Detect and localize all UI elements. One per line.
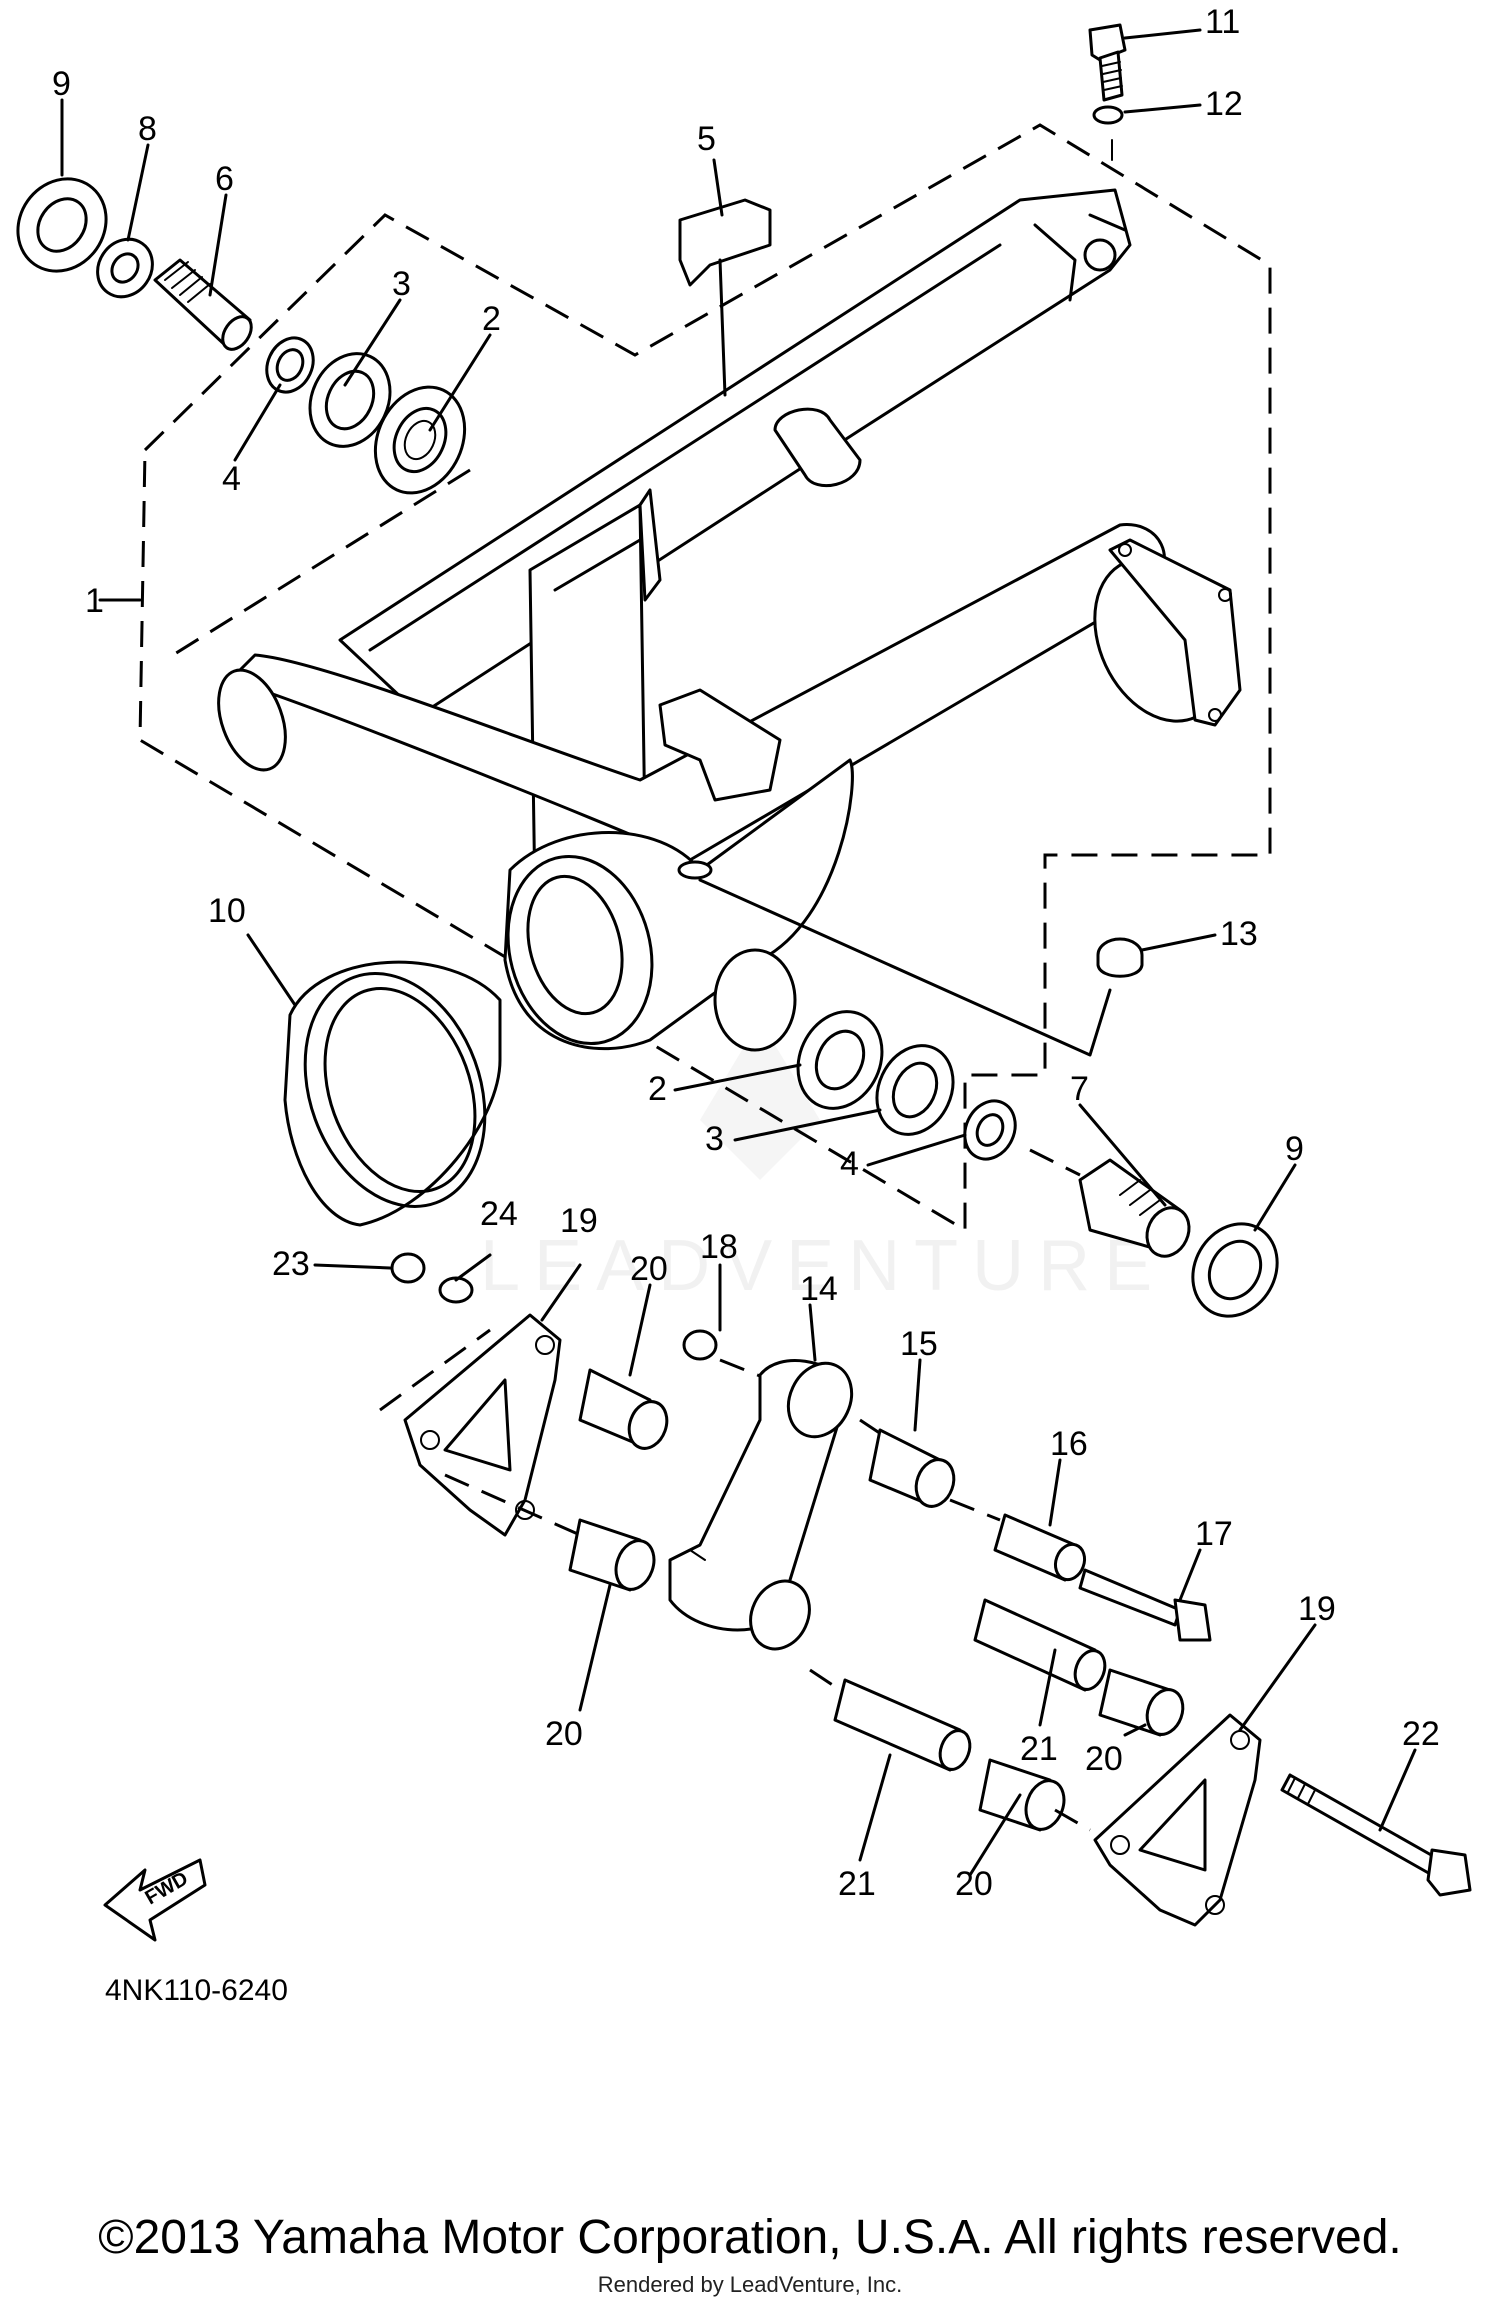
part-5-plate — [678, 198, 772, 287]
callout-11: 11 — [1205, 3, 1240, 41]
callout-24: 24 — [480, 1195, 518, 1233]
part-8-nut — [96, 237, 154, 299]
callout-4b: 4 — [840, 1145, 859, 1183]
part-code: 4NK110-6240 — [105, 1974, 288, 2007]
part-22-bolt — [1280, 1773, 1472, 1897]
part-19-bracket-left — [403, 1313, 562, 1537]
callout-3b: 3 — [705, 1120, 724, 1158]
part-23-nut — [390, 1252, 426, 1284]
fwd-arrow-icon: FWD — [103, 1858, 207, 1942]
callout-15: 15 — [900, 1325, 938, 1363]
part-2-bearing-right — [796, 1010, 884, 1110]
part-20-sleeve-3 — [1098, 1668, 1185, 1737]
callout-14: 14 — [800, 1270, 838, 1308]
callout-19: 19 — [560, 1202, 598, 1240]
callout-9: 9 — [52, 65, 71, 103]
callout-5: 5 — [697, 120, 716, 158]
part-14-link — [668, 1359, 854, 1651]
part-19-bracket-right — [1093, 1713, 1262, 1927]
part-20-sleeve-4 — [978, 1758, 1066, 1832]
callout-21: 21 — [1020, 1730, 1058, 1768]
part-2-bearing-left — [373, 385, 467, 495]
rendered-by-text: Rendered by LeadVenture, Inc. — [597, 2272, 903, 2297]
part-20-sleeve-2 — [568, 1518, 656, 1592]
part-12-washer — [1092, 105, 1124, 125]
callout-4: 4 — [222, 460, 241, 498]
watermark-logo: LEADVENTURE — [480, 1020, 1166, 1306]
copyright-text: ©2013 Yamaha Motor Corporation, U.S.A. A… — [98, 2211, 1402, 2264]
callout-22: 22 — [1402, 1715, 1440, 1753]
callout-20: 20 — [630, 1250, 668, 1288]
swingarm-group-outline — [138, 123, 1272, 1233]
part-10-cover — [283, 960, 502, 1227]
callout-numbers: 9 8 6 3 2 4 1 5 11 12 13 10 7 9 2 3 4 23… — [52, 3, 1440, 1903]
part-6-pivot-shaft — [153, 258, 253, 351]
part-3-seal-right — [875, 1044, 955, 1136]
callout-7: 7 — [1070, 1070, 1089, 1108]
part-24-washer — [438, 1276, 474, 1304]
pivot-dash — [164, 468, 471, 662]
leader-lines — [60, 28, 1417, 1877]
callout-1: 1 — [85, 582, 104, 620]
part-20-sleeve-1 — [578, 1368, 669, 1450]
part-21-collar-left — [833, 1678, 972, 1772]
part-4-collar-right — [963, 1099, 1017, 1161]
part-9-seal-left — [16, 177, 108, 273]
callout-6: 6 — [215, 160, 234, 198]
watermark-text: LEADVENTURE — [480, 1226, 1166, 1306]
callout-8: 8 — [138, 110, 157, 148]
part-17-bolt — [1078, 1568, 1212, 1642]
callout-23: 23 — [272, 1245, 310, 1283]
part-7-shaft — [1078, 1158, 1191, 1258]
callout-13: 13 — [1220, 915, 1258, 953]
swingarm — [217, 188, 1242, 1052]
part-9-seal-right — [1191, 1222, 1279, 1318]
callout-3: 3 — [392, 265, 411, 303]
callout-19b: 19 — [1298, 1590, 1336, 1628]
part-13-cap — [1096, 937, 1144, 978]
callout-18: 18 — [700, 1228, 738, 1266]
part-18-nut — [682, 1329, 718, 1361]
callout-2b: 2 — [648, 1070, 667, 1108]
callout-2: 2 — [482, 300, 501, 338]
part-15-sleeve — [868, 1428, 956, 1508]
callout-20d: 20 — [955, 1865, 993, 1903]
callout-16: 16 — [1050, 1425, 1088, 1463]
callout-20c: 20 — [1085, 1740, 1123, 1778]
part-16-collar — [993, 1513, 1087, 1582]
callout-21b: 21 — [838, 1865, 876, 1903]
callout-10: 10 — [208, 892, 246, 930]
callout-17: 17 — [1195, 1515, 1233, 1553]
part-21-collar-right — [973, 1598, 1107, 1692]
callout-9b: 9 — [1285, 1130, 1304, 1168]
callout-12: 12 — [1205, 85, 1243, 123]
callout-20b: 20 — [545, 1715, 583, 1753]
part-11-bolt — [1088, 23, 1127, 102]
